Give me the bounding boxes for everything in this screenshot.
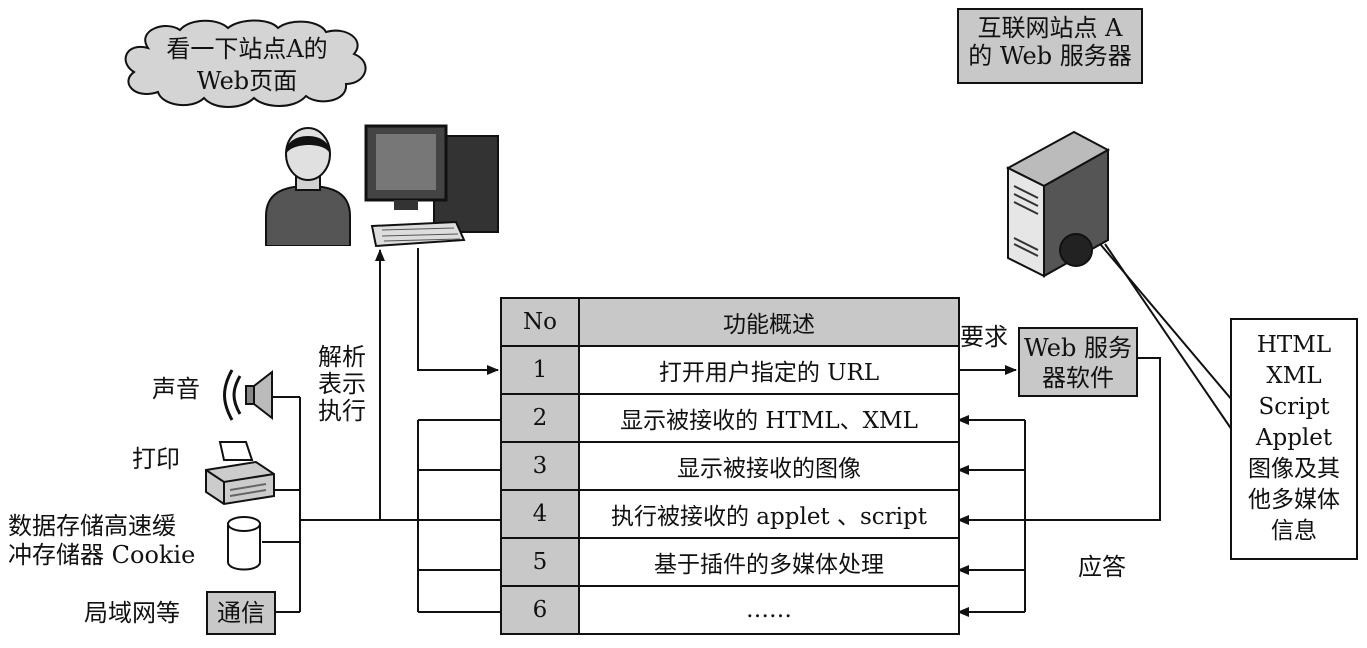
row-desc: 基于插件的多媒体处理 bbox=[578, 537, 960, 587]
media-line: 图像及其 bbox=[1248, 456, 1340, 482]
table-row: 6 …… bbox=[500, 585, 960, 635]
media-line: HTML bbox=[1256, 332, 1332, 358]
parse-line-3: 执行 bbox=[318, 397, 366, 425]
row-no: 4 bbox=[500, 489, 580, 539]
row-desc: …… bbox=[578, 585, 960, 635]
media-line: Script bbox=[1258, 394, 1330, 420]
speaker-icon bbox=[223, 369, 273, 421]
response-label: 应答 bbox=[1078, 553, 1126, 581]
row-no: 3 bbox=[500, 441, 580, 491]
row-desc: 打开用户指定的 URL bbox=[578, 345, 960, 395]
arrow-response-row4 bbox=[957, 357, 1161, 525]
lan-label: 局域网等 bbox=[84, 599, 180, 627]
thought-line-2: Web页面 bbox=[196, 67, 298, 95]
storage-line-2: 冲存储器 Cookie bbox=[8, 541, 196, 569]
table-row: 5 基于插件的多媒体处理 bbox=[500, 537, 960, 587]
media-line: Applet bbox=[1255, 425, 1333, 451]
table-row: 4 执行被接收的 applet 、script bbox=[500, 489, 960, 539]
table-header-row: No 功能概述 bbox=[500, 297, 960, 347]
arrow-computer-to-row1 bbox=[417, 248, 499, 375]
media-info-box: HTML XML Script Applet 图像及其 他多媒体 信息 bbox=[1230, 318, 1358, 560]
storage-label: 数据存储高速缓 冲存储器 Cookie bbox=[8, 512, 195, 570]
row-no: 6 bbox=[500, 585, 580, 635]
row-no: 5 bbox=[500, 537, 580, 587]
row-desc: 显示被接收的图像 bbox=[578, 441, 960, 491]
parse-line-2: 表示 bbox=[318, 370, 366, 398]
table-row: 1 打开用户指定的 URL bbox=[500, 345, 960, 395]
table-row: 2 显示被接收的 HTML、XML bbox=[500, 393, 960, 443]
media-line: 他多媒体 bbox=[1248, 487, 1340, 513]
parse-label: 解析 表示 执行 bbox=[318, 344, 366, 425]
server-icon bbox=[1005, 130, 1111, 278]
web-server-software-box: Web 服务 器软件 bbox=[1018, 327, 1138, 397]
request-label: 要求 bbox=[960, 323, 1008, 351]
media-line: 信息 bbox=[1271, 518, 1317, 544]
header-desc: 功能概述 bbox=[578, 297, 960, 347]
row-no: 2 bbox=[500, 393, 580, 443]
storage-cylinder-icon bbox=[227, 516, 261, 571]
web-server-line-1: Web 服务 bbox=[1024, 334, 1132, 362]
parse-line-1: 解析 bbox=[318, 343, 366, 371]
web-server-line-2: 器软件 bbox=[1042, 364, 1114, 392]
server-title-line-1: 互联网站点 A bbox=[977, 14, 1123, 42]
user-icon bbox=[265, 127, 351, 246]
storage-line-1: 数据存储高速缓 bbox=[8, 512, 176, 540]
media-line: XML bbox=[1266, 363, 1322, 389]
sound-label: 声音 bbox=[152, 375, 200, 403]
computer-icon bbox=[364, 124, 499, 248]
function-table: No 功能概述 1 打开用户指定的 URL 2 显示被接收的 HTML、XML … bbox=[500, 297, 960, 635]
table-row: 3 显示被接收的图像 bbox=[500, 441, 960, 491]
thought-cloud-icon bbox=[124, 19, 367, 108]
server-title-line-2: 的 Web 服务器 bbox=[968, 42, 1132, 70]
row-desc: 执行被接收的 applet 、script bbox=[578, 489, 960, 539]
server-title-box: 互联网站点 A 的 Web 服务器 bbox=[957, 8, 1143, 84]
comm-box: 通信 bbox=[206, 591, 276, 635]
header-no: No bbox=[500, 297, 580, 347]
row-no: 1 bbox=[500, 345, 580, 395]
row-desc: 显示被接收的 HTML、XML bbox=[578, 393, 960, 443]
printer-icon bbox=[205, 441, 275, 506]
thought-line-1: 看一下站点A的 bbox=[166, 35, 328, 63]
print-label: 打印 bbox=[132, 445, 180, 473]
